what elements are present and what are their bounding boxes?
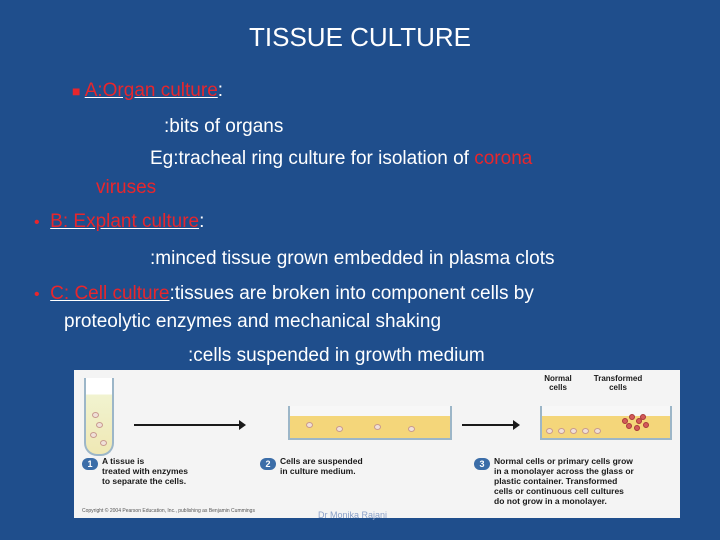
cell bbox=[570, 428, 577, 434]
bullet-b: • B: Explant culture: bbox=[34, 211, 204, 233]
test-tube bbox=[84, 378, 114, 456]
square-bullet-icon: ■ bbox=[72, 83, 81, 99]
cell bbox=[374, 424, 381, 430]
transformed-cell bbox=[636, 418, 642, 424]
step-2-text: Cells are suspended in culture medium. bbox=[280, 456, 363, 476]
organ-culture-label: A:Organ culture bbox=[84, 80, 218, 101]
step-3-text: Normal cells or primary cells grow in a … bbox=[494, 456, 634, 506]
explant-culture-colon: : bbox=[199, 211, 205, 232]
transformed-cell bbox=[622, 418, 628, 424]
cell bbox=[558, 428, 565, 434]
arrow-icon bbox=[462, 420, 520, 430]
explant-culture-desc: :minced tissue grown embedded in plasma … bbox=[150, 248, 555, 269]
organ-culture-example: Eg:tracheal ring culture for isolation o… bbox=[150, 148, 532, 170]
cell bbox=[96, 422, 103, 428]
cell bbox=[594, 428, 601, 434]
culture-dish bbox=[288, 406, 452, 440]
cell bbox=[582, 428, 589, 434]
culture-dish bbox=[540, 406, 672, 440]
cell bbox=[336, 426, 343, 432]
round-bullet-icon: • bbox=[34, 286, 40, 303]
step-1-text: A tissue is treated with enzymes to sepa… bbox=[102, 456, 188, 486]
viruses-text: viruses bbox=[96, 177, 157, 198]
cell-culture-line2: proteolytic enzymes and mechanical shaki… bbox=[64, 311, 442, 332]
bullet-c: • C: Cell culture:tissues are broken int… bbox=[34, 283, 534, 305]
step-2-badge: 2 bbox=[260, 458, 276, 470]
cell bbox=[92, 412, 99, 418]
transformed-cell bbox=[643, 422, 649, 428]
transformed-cell bbox=[629, 414, 635, 420]
arrow-icon bbox=[134, 420, 246, 430]
cell-culture-text: :tissues are broken into component cells… bbox=[169, 283, 534, 304]
organ-culture-example-text: Eg:tracheal ring culture for isolation o… bbox=[150, 148, 475, 169]
corona-text: corona bbox=[474, 148, 533, 169]
cell-culture-line3: :cells suspended in growth medium bbox=[188, 345, 485, 366]
cell bbox=[546, 428, 553, 434]
explant-culture-label: B: Explant culture bbox=[50, 211, 200, 232]
transformed-cell bbox=[626, 423, 632, 429]
organ-culture-colon: : bbox=[217, 80, 224, 101]
step-3-badge: 3 bbox=[474, 458, 490, 470]
cell-culture-label: C: Cell culture bbox=[50, 283, 170, 304]
cell bbox=[90, 432, 97, 438]
step-1-badge: 1 bbox=[82, 458, 98, 470]
copyright-text: Copyright © 2004 Pearson Education, Inc.… bbox=[82, 508, 255, 514]
organ-culture-desc: :bits of organs bbox=[164, 116, 284, 137]
footer-author: Dr Monika Rajani bbox=[318, 510, 388, 520]
culture-medium bbox=[542, 416, 670, 438]
culture-medium bbox=[290, 416, 450, 438]
slide-title: TISSUE CULTURE bbox=[249, 22, 471, 52]
transformed-cell bbox=[640, 414, 646, 420]
round-bullet-icon: • bbox=[34, 214, 40, 231]
bullet-a: ■ A:Organ culture: bbox=[72, 80, 223, 102]
cell bbox=[100, 440, 107, 446]
transformed-cell bbox=[634, 425, 640, 431]
cell bbox=[408, 426, 415, 432]
cell bbox=[306, 422, 313, 428]
